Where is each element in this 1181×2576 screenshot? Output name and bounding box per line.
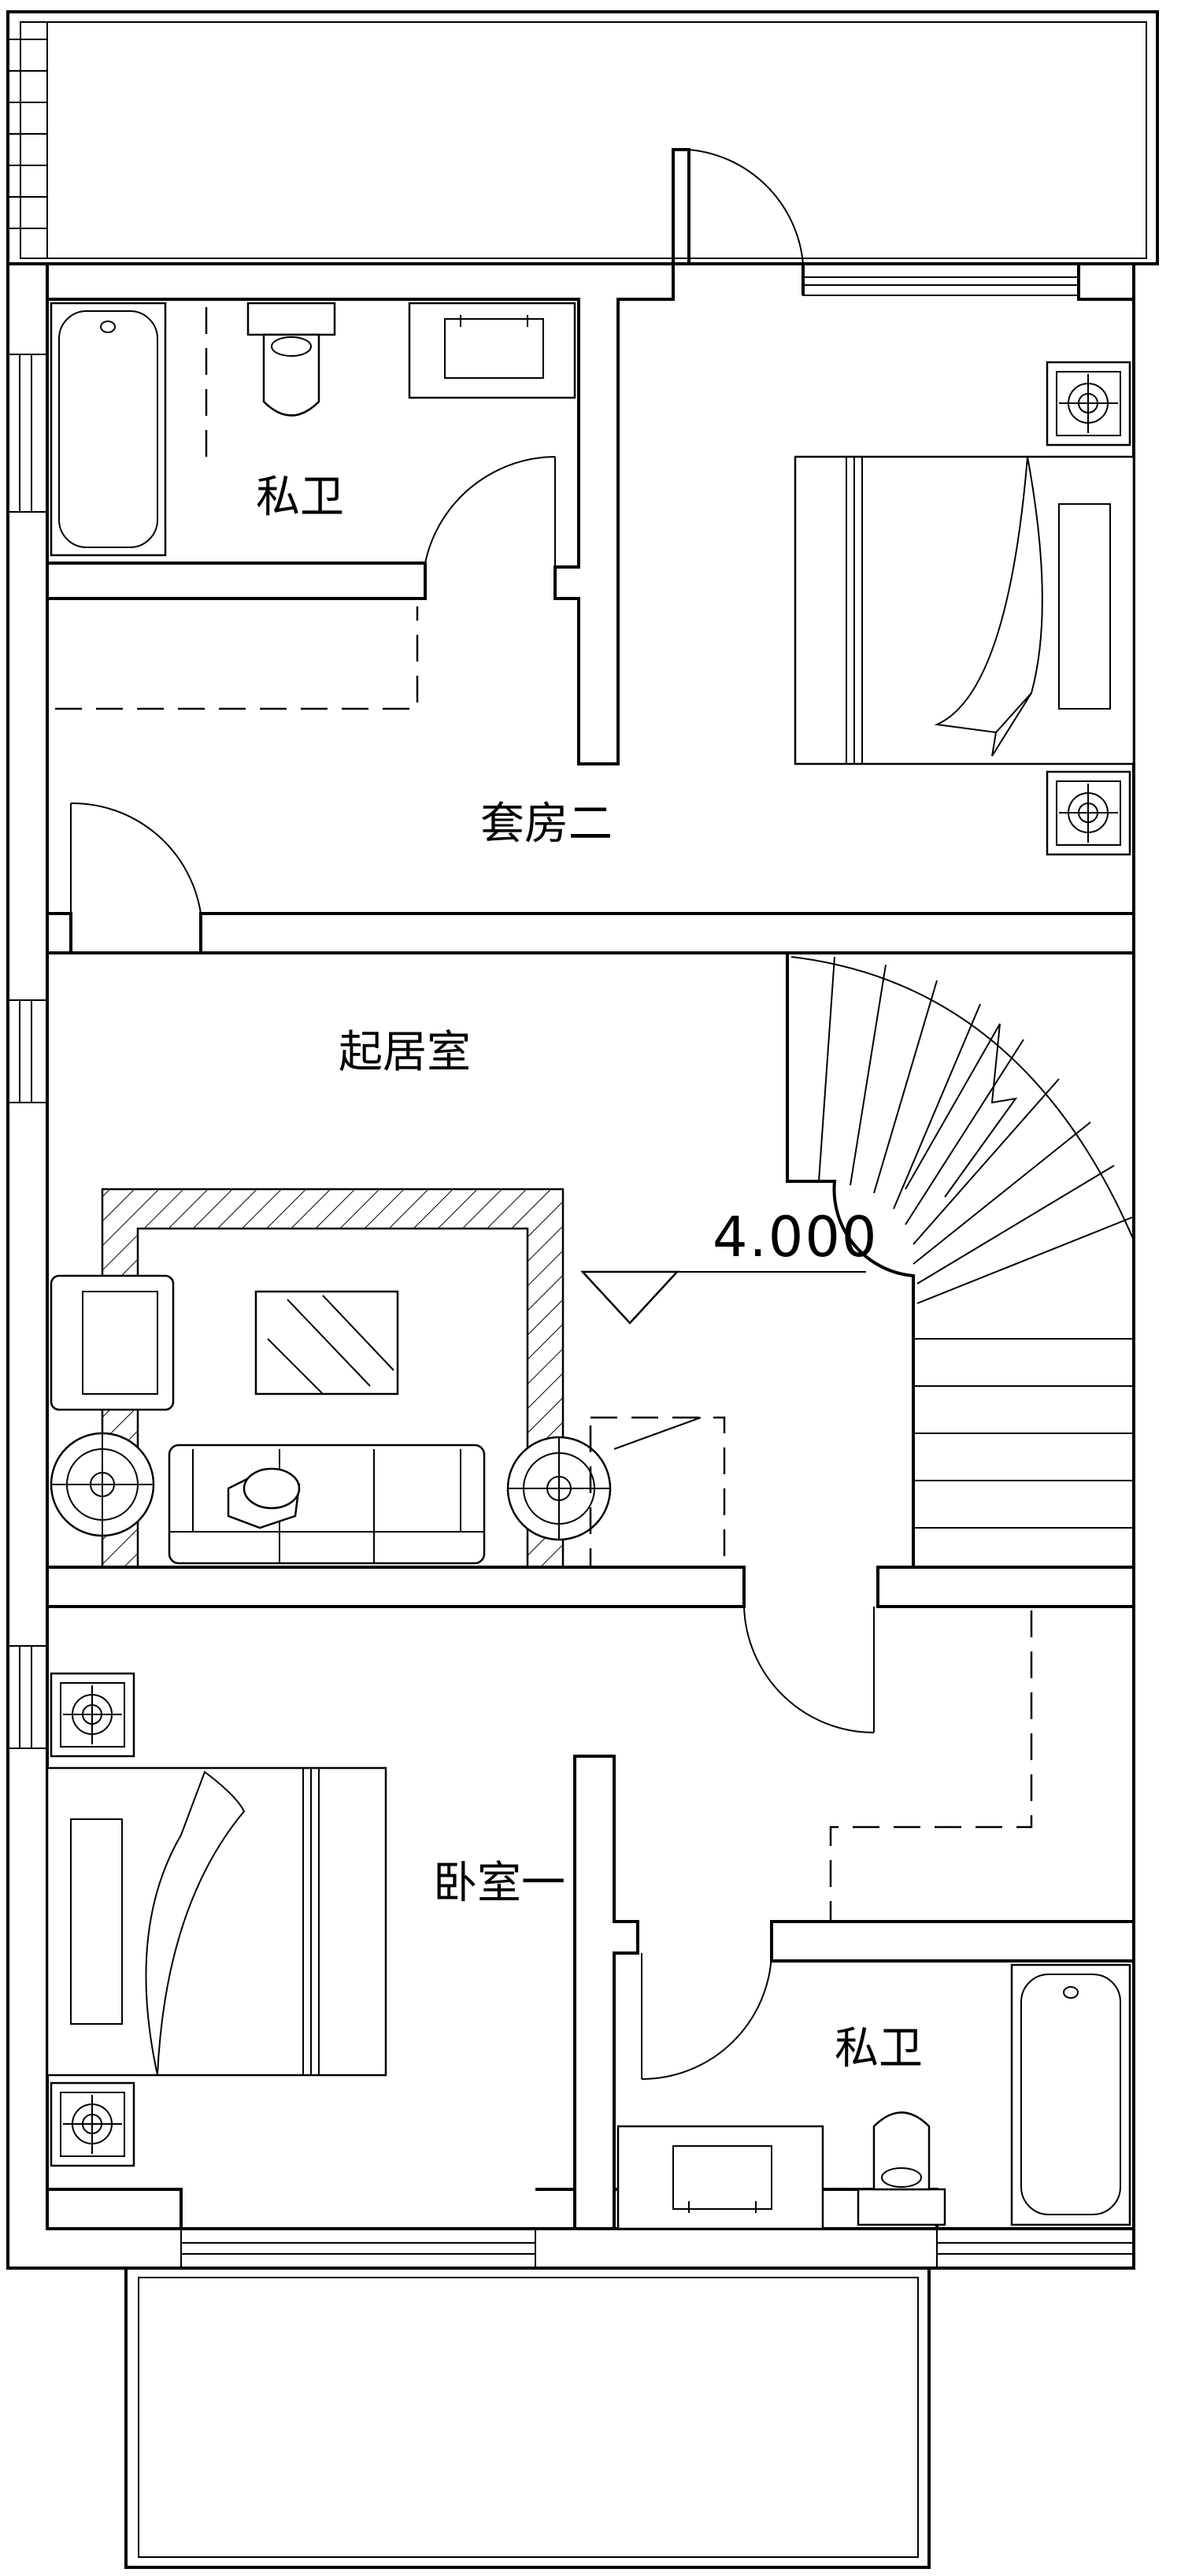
elevation-marker-icon	[580, 1270, 866, 1325]
nightstand-lamp-icon	[1046, 361, 1131, 447]
room-label-bath-bottom: 私卫	[835, 2023, 923, 2074]
room-label-suite-two: 套房二	[480, 799, 613, 850]
closet-dash	[55, 606, 419, 710]
bed-icon	[794, 455, 1135, 765]
door-swing-icon-suite	[70, 802, 202, 914]
balcony-railing-top-left	[8, 22, 48, 258]
door-swing-icon-bath	[641, 1952, 772, 2080]
window-left-middle	[7, 999, 48, 1103]
tv-stand-icon	[254, 1290, 399, 1395]
room-label-bath-top: 私卫	[256, 472, 344, 523]
sink-icon	[408, 302, 576, 399]
toilet-icon	[246, 302, 336, 417]
room-label-living: 起居室	[339, 1027, 471, 1078]
sofa-icon	[168, 1444, 486, 1565]
bed-icon-2	[46, 1766, 387, 2077]
door-swing-icon	[424, 456, 556, 567]
window-left-lower	[7, 1645, 48, 1749]
elevation-value: 4.000	[713, 1205, 878, 1269]
room-label-bedroom-one: 卧室一	[433, 1858, 565, 1909]
side-table-lamp-icon-2	[506, 1436, 612, 1541]
spiral-stair-icon	[786, 953, 1135, 1567]
bathtub-icon-2	[1010, 1963, 1131, 2226]
door-swing-icon-living	[743, 1606, 875, 1733]
closet-dash-2	[829, 1610, 1033, 1922]
nightstand-lamp-icon-2	[1046, 770, 1131, 856]
side-table-lamp-icon	[50, 1432, 155, 1537]
cabinet-icon	[589, 1416, 726, 1569]
nightstand-lamp-icon-4	[50, 2081, 135, 2167]
nightstand-lamp-icon-3	[50, 1672, 135, 1758]
entry-door-swing-icon	[688, 149, 804, 265]
armchair-icon	[50, 1274, 175, 1411]
window-left-upper	[7, 354, 48, 513]
sink-icon-2	[616, 2125, 824, 2230]
bathtub-icon	[50, 302, 167, 557]
toilet-icon-2	[857, 2111, 946, 2226]
exterior-walls	[6, 10, 1159, 2569]
